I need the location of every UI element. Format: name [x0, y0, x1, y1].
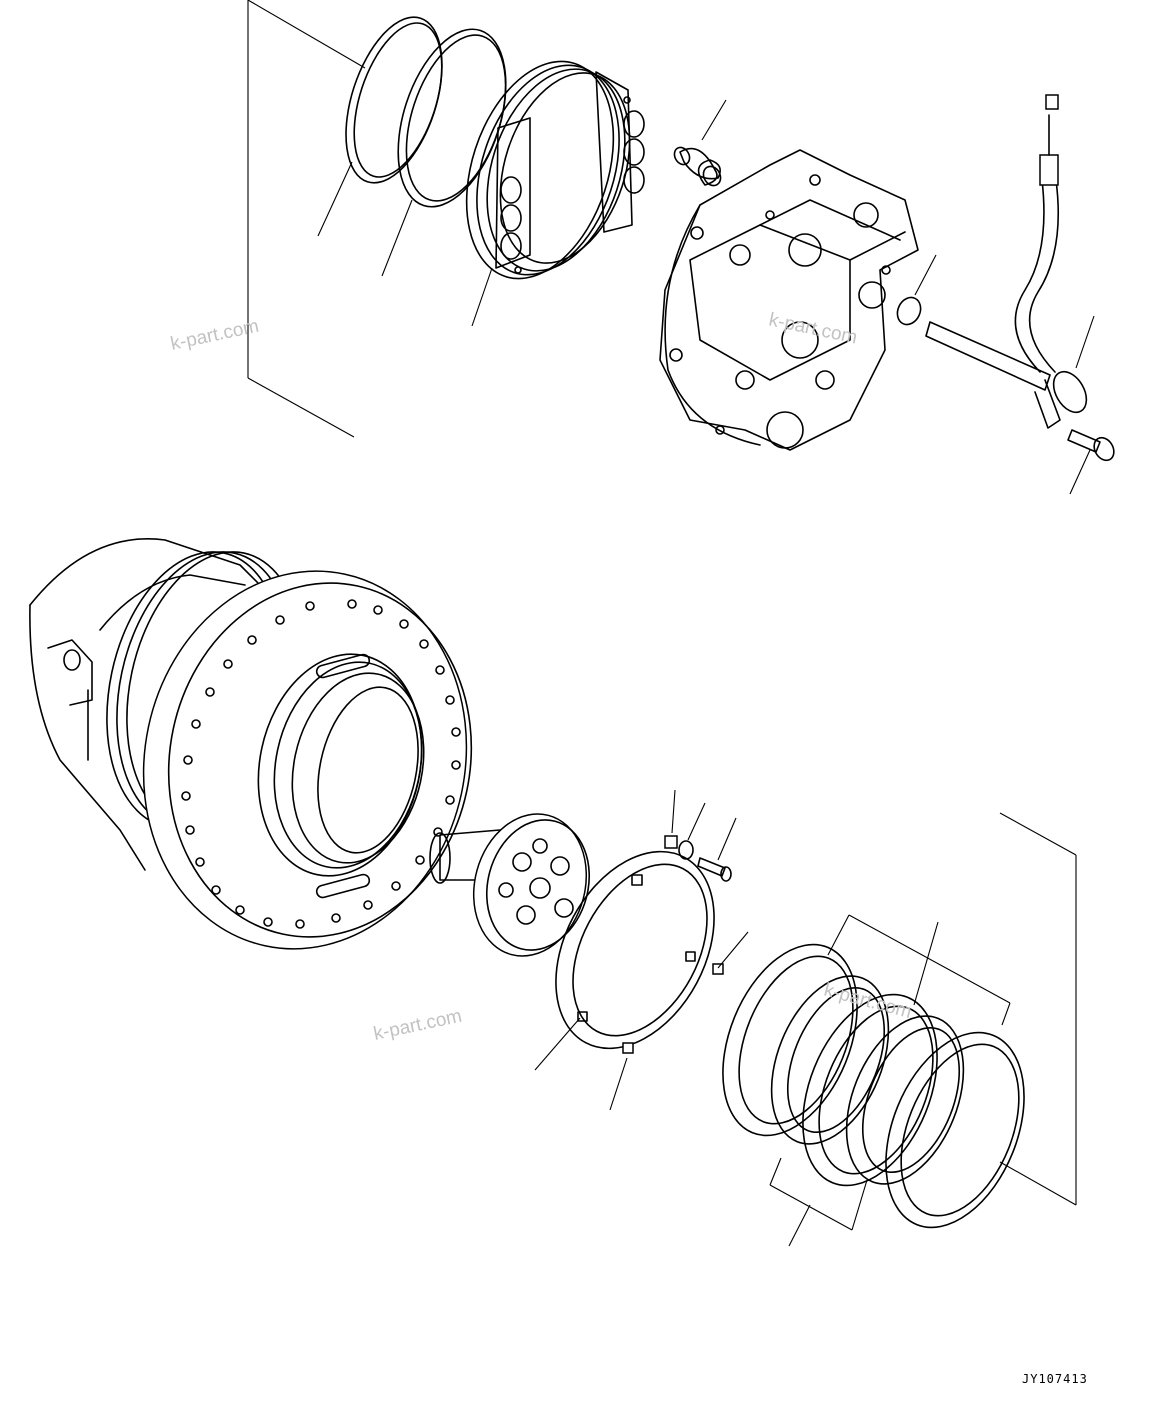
- drawing-code: JY107413: [1022, 1372, 1088, 1386]
- leader-lines-lower: [534, 789, 939, 1247]
- planetary-carrier: [429, 813, 591, 957]
- final-drive-housing: [29, 538, 473, 950]
- travel-motor-body: [659, 149, 919, 451]
- upper-assembly: [247, 0, 1115, 495]
- leader-lines-upper: [317, 99, 1095, 495]
- brake-piston: [465, 60, 645, 280]
- watermark: k-part.com: [767, 309, 859, 348]
- speed-sensor: [925, 94, 1088, 429]
- piston-ports-left: [500, 176, 522, 260]
- snap-ring-outer: [345, 16, 443, 184]
- plate-fasteners: [622, 835, 732, 1054]
- o-ring: [896, 296, 922, 326]
- flange-bolt-holes: [181, 599, 461, 929]
- disc-group-brackets: [769, 914, 1011, 1231]
- watermark: k-part.com: [169, 316, 261, 355]
- thrust-plate: [555, 850, 715, 1050]
- reference-plane-upper: [247, 0, 366, 438]
- spring: [673, 146, 722, 187]
- watermark: k-part.com: [822, 980, 914, 1024]
- piston-ports-right: [623, 110, 645, 194]
- snap-ring-inner: [397, 28, 507, 208]
- brake-disc-stack: [722, 943, 1025, 1229]
- reference-plane-lower: [999, 812, 1077, 1206]
- watermark: k-part.com: [372, 1006, 464, 1045]
- lower-assembly: [29, 538, 1077, 1247]
- sensor-bolt: [1067, 429, 1115, 462]
